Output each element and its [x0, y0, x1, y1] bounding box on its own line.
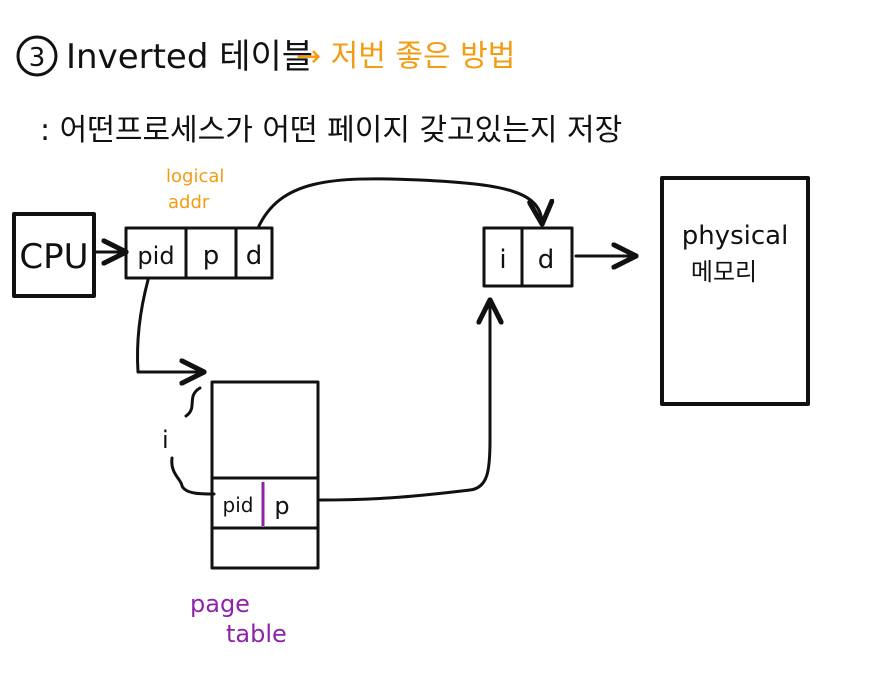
logical-addr-label-2: addr — [168, 192, 210, 213]
title-note: → 저번 좋은 방법 — [296, 39, 515, 74]
physical-cell-d: d — [538, 245, 555, 275]
index-bracket-bottom — [170, 456, 216, 496]
logical-cell-d: d — [246, 241, 263, 271]
subtitle: : 어떤프로세스가 어떤 페이지 갖고있는지 저장 — [40, 113, 622, 148]
physical-memory-box — [660, 176, 810, 406]
logical-address: pid p d — [124, 226, 274, 280]
title-number: 3 — [29, 43, 46, 73]
number-circle — [16, 35, 58, 77]
page-table-label-2: table — [226, 620, 287, 648]
page-table-cell-p: p — [274, 492, 289, 520]
page-table-box — [210, 380, 320, 570]
physical-address-box — [482, 226, 574, 288]
page-table-index-label: i — [162, 426, 169, 454]
pid-to-table-arrow — [136, 278, 202, 372]
physical-memory-label-1: physical — [682, 221, 789, 251]
offset-curve-arrow — [256, 177, 542, 230]
physical-address: i d — [482, 226, 574, 288]
page-table: pid p — [210, 380, 320, 570]
logical-cell-pid: pid — [137, 242, 174, 270]
title-main: Inverted 테이블 — [66, 37, 313, 77]
logical-address-box — [124, 226, 274, 280]
table-to-frame-arrow — [318, 302, 490, 502]
physical-cell-i: i — [499, 245, 506, 275]
index-bracket-top — [184, 386, 202, 418]
physical-memory-label-2: 메모리 — [691, 258, 757, 286]
title: 3 Inverted 테이블 → 저번 좋은 방법 — [16, 35, 515, 77]
page-table-label-1: page — [190, 590, 250, 618]
logical-addr-label-1: logical — [166, 166, 224, 187]
logical-cell-p: p — [203, 241, 220, 271]
cpu-label: CPU — [19, 237, 88, 277]
page-table-cell-pid: pid — [223, 493, 254, 517]
cpu-box — [12, 212, 96, 298]
